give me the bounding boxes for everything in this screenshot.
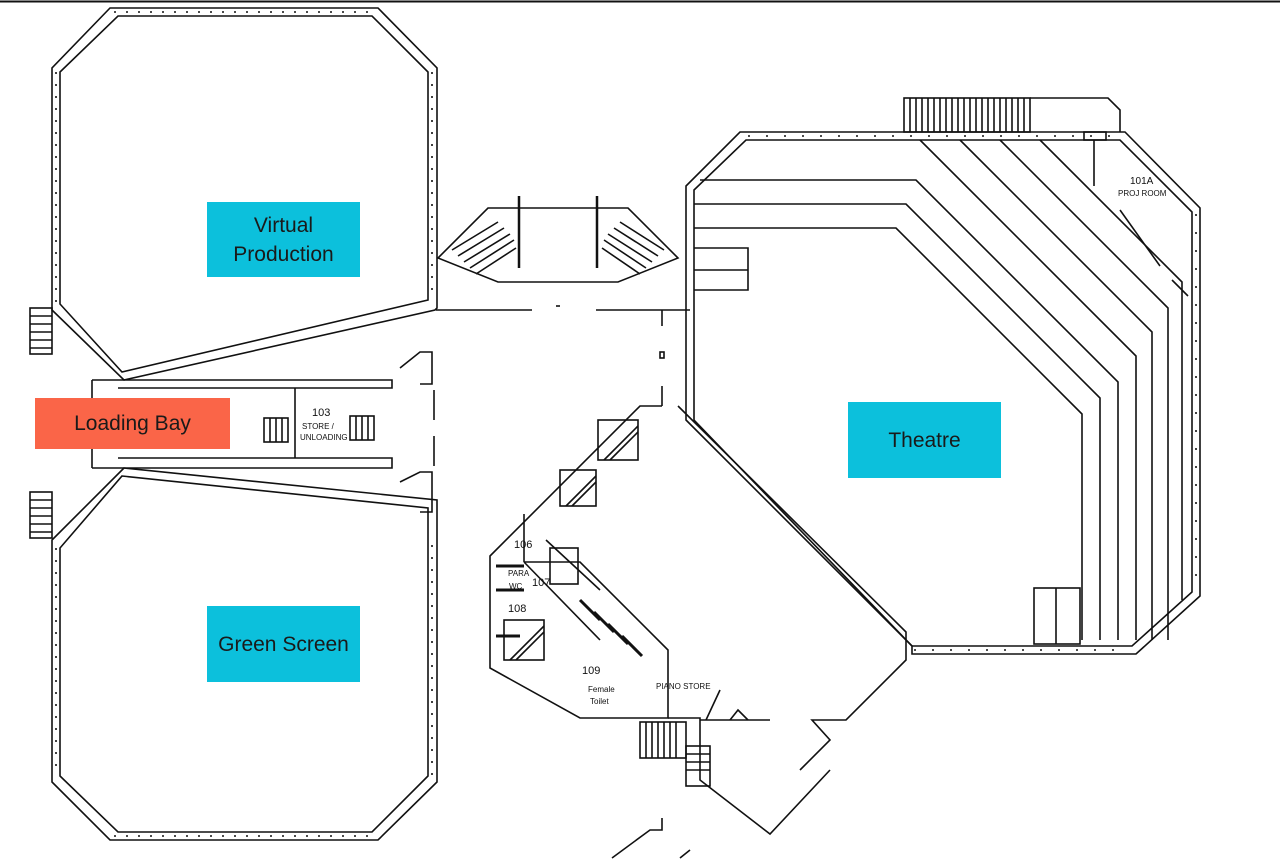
room-103-name-1: STORE / — [302, 422, 335, 431]
green-screen-walls — [51, 467, 438, 841]
zone-label-virtual-production-text: Virtual Production — [233, 213, 334, 266]
theatre-seating — [694, 139, 1183, 645]
loading-corridor-walls — [91, 351, 435, 513]
zone-label-theatre[interactable]: Theatre — [848, 402, 1001, 478]
room-101a-name: PROJ ROOM — [1118, 189, 1167, 198]
room-109-number: 109 — [582, 665, 600, 677]
room-107-wc: WC — [509, 582, 523, 591]
theatre-walls — [685, 97, 1201, 655]
room-109-name-2: Toilet — [590, 697, 609, 706]
piano-store-label: PIANO STORE — [656, 682, 711, 691]
room-109-name-1: Female — [588, 685, 615, 694]
zone-label-green-screen-text: Green Screen — [218, 632, 349, 656]
room-108-number: 108 — [508, 603, 526, 615]
room-106-number: 106 — [514, 539, 532, 551]
foyer-stairs — [436, 196, 690, 406]
room-annotations: 103 STORE / UNLOADING 101A PROJ ROOM 106… — [300, 176, 1167, 706]
virtual-production-walls — [51, 7, 438, 381]
left-stairs — [29, 307, 53, 539]
corridor-stairs — [263, 415, 375, 443]
zone-label-loading-bay-text: Loading Bay — [74, 412, 191, 435]
toilets-walls — [489, 405, 907, 859]
room-103-name-2: UNLOADING — [300, 433, 348, 442]
room-107-number: 107 — [532, 577, 550, 589]
zone-label-green-screen[interactable]: Green Screen — [207, 606, 360, 682]
room-101a-number: 101A — [1130, 176, 1154, 187]
room-107-para: PARA — [508, 569, 530, 578]
zone-label-loading-bay[interactable]: Loading Bay — [35, 398, 230, 449]
zone-label-theatre-text: Theatre — [888, 428, 961, 452]
zone-label-virtual-production[interactable]: Virtual Production — [207, 202, 360, 277]
room-103-number: 103 — [312, 407, 330, 419]
